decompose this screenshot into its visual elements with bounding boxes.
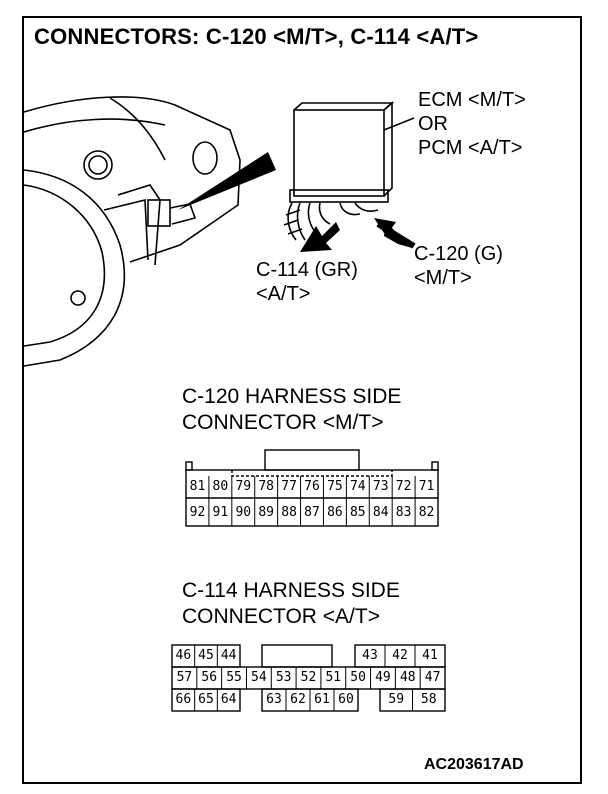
pin-89: 89 [258,505,274,520]
pin-63: 63 [266,692,282,707]
pin-47: 47 [424,670,441,685]
pin-42: 42 [392,648,408,663]
pin-81: 81 [189,479,206,494]
pin-72: 72 [395,479,412,494]
c114-heading-line2: CONNECTOR <A/T> [182,605,380,628]
pin-43: 43 [362,648,378,663]
pin-65: 65 [198,692,214,707]
pin-60: 60 [338,692,354,707]
pin-90: 90 [235,505,252,520]
pin-56: 56 [201,670,218,685]
pin-58: 58 [420,692,437,707]
c114-heading-line1: C-114 HARNESS SIDE [182,579,400,602]
pin-77: 77 [281,479,297,494]
diagram-frame [22,16,582,784]
pin-78: 78 [258,479,274,494]
pin-91: 91 [212,505,229,520]
pin-88: 88 [281,505,297,520]
pin-51: 51 [325,670,342,685]
pin-86: 86 [327,505,343,520]
pcm-label: PCM <A/T> [418,137,523,159]
pin-73: 73 [372,479,389,494]
pin-61: 61 [314,692,330,707]
pin-49: 49 [375,670,391,685]
pin-52: 52 [300,670,317,685]
pin-87: 87 [304,505,320,520]
ecm-label: ECM <M/T> [418,89,526,111]
pin-62: 62 [290,692,306,707]
pin-82: 82 [418,505,435,520]
pin-46: 46 [175,648,192,663]
pin-92: 92 [189,505,206,520]
pin-66: 66 [175,692,192,707]
pin-59: 59 [388,692,405,707]
pin-84: 84 [372,505,389,520]
pin-44: 44 [220,648,237,663]
c114-callout-type: <A/T> [256,283,311,305]
pin-79: 79 [235,479,252,494]
pin-75: 75 [327,479,343,494]
c114-callout: C-114 (GR) [256,259,358,281]
pin-50: 50 [350,670,366,685]
c120-heading-line1: C-120 HARNESS SIDE [182,385,402,408]
pin-41: 41 [422,648,438,663]
pin-55: 55 [226,670,242,685]
pin-64: 64 [220,692,237,707]
pin-71: 71 [418,479,435,494]
pin-83: 83 [395,505,412,520]
ecm-or-label: OR [418,113,448,135]
c120-callout-type: <M/T> [414,267,472,289]
pin-45: 45 [198,648,214,663]
pin-53: 53 [275,670,292,685]
pin-48: 48 [399,670,416,685]
pin-57: 57 [176,670,193,685]
pin-80: 80 [212,479,229,494]
pin-76: 76 [304,479,320,494]
c120-callout: C-120 (G) [414,243,503,265]
diagram-title: CONNECTORS: C-120 <M/T>, C-114 <A/T> [34,24,479,49]
figure-code: AC203617AD [424,756,524,773]
pin-74: 74 [349,479,366,494]
c120-heading-line2: CONNECTOR <M/T> [182,411,384,434]
pin-85: 85 [349,505,366,520]
pin-54: 54 [251,670,267,685]
